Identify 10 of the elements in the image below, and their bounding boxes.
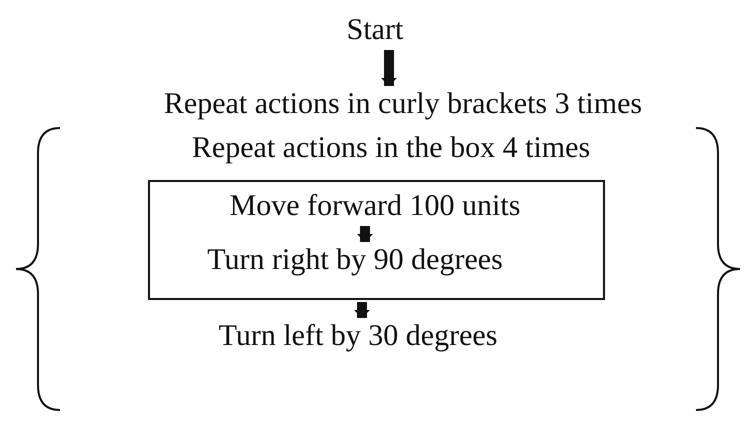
step-text: Start	[346, 12, 404, 48]
step-text: Move forward 100 units	[230, 188, 520, 224]
step-text: Repeat actions in the box 4 times	[192, 130, 590, 166]
arrow	[357, 226, 373, 242]
step-text: Repeat actions in curly brackets 3 times	[164, 86, 642, 122]
arrow	[381, 50, 397, 86]
step-text: Turn right by 90 degrees	[207, 242, 503, 278]
arrow	[354, 302, 370, 318]
loop-box	[148, 180, 605, 300]
step-text: Turn left by 30 degrees	[218, 318, 498, 354]
